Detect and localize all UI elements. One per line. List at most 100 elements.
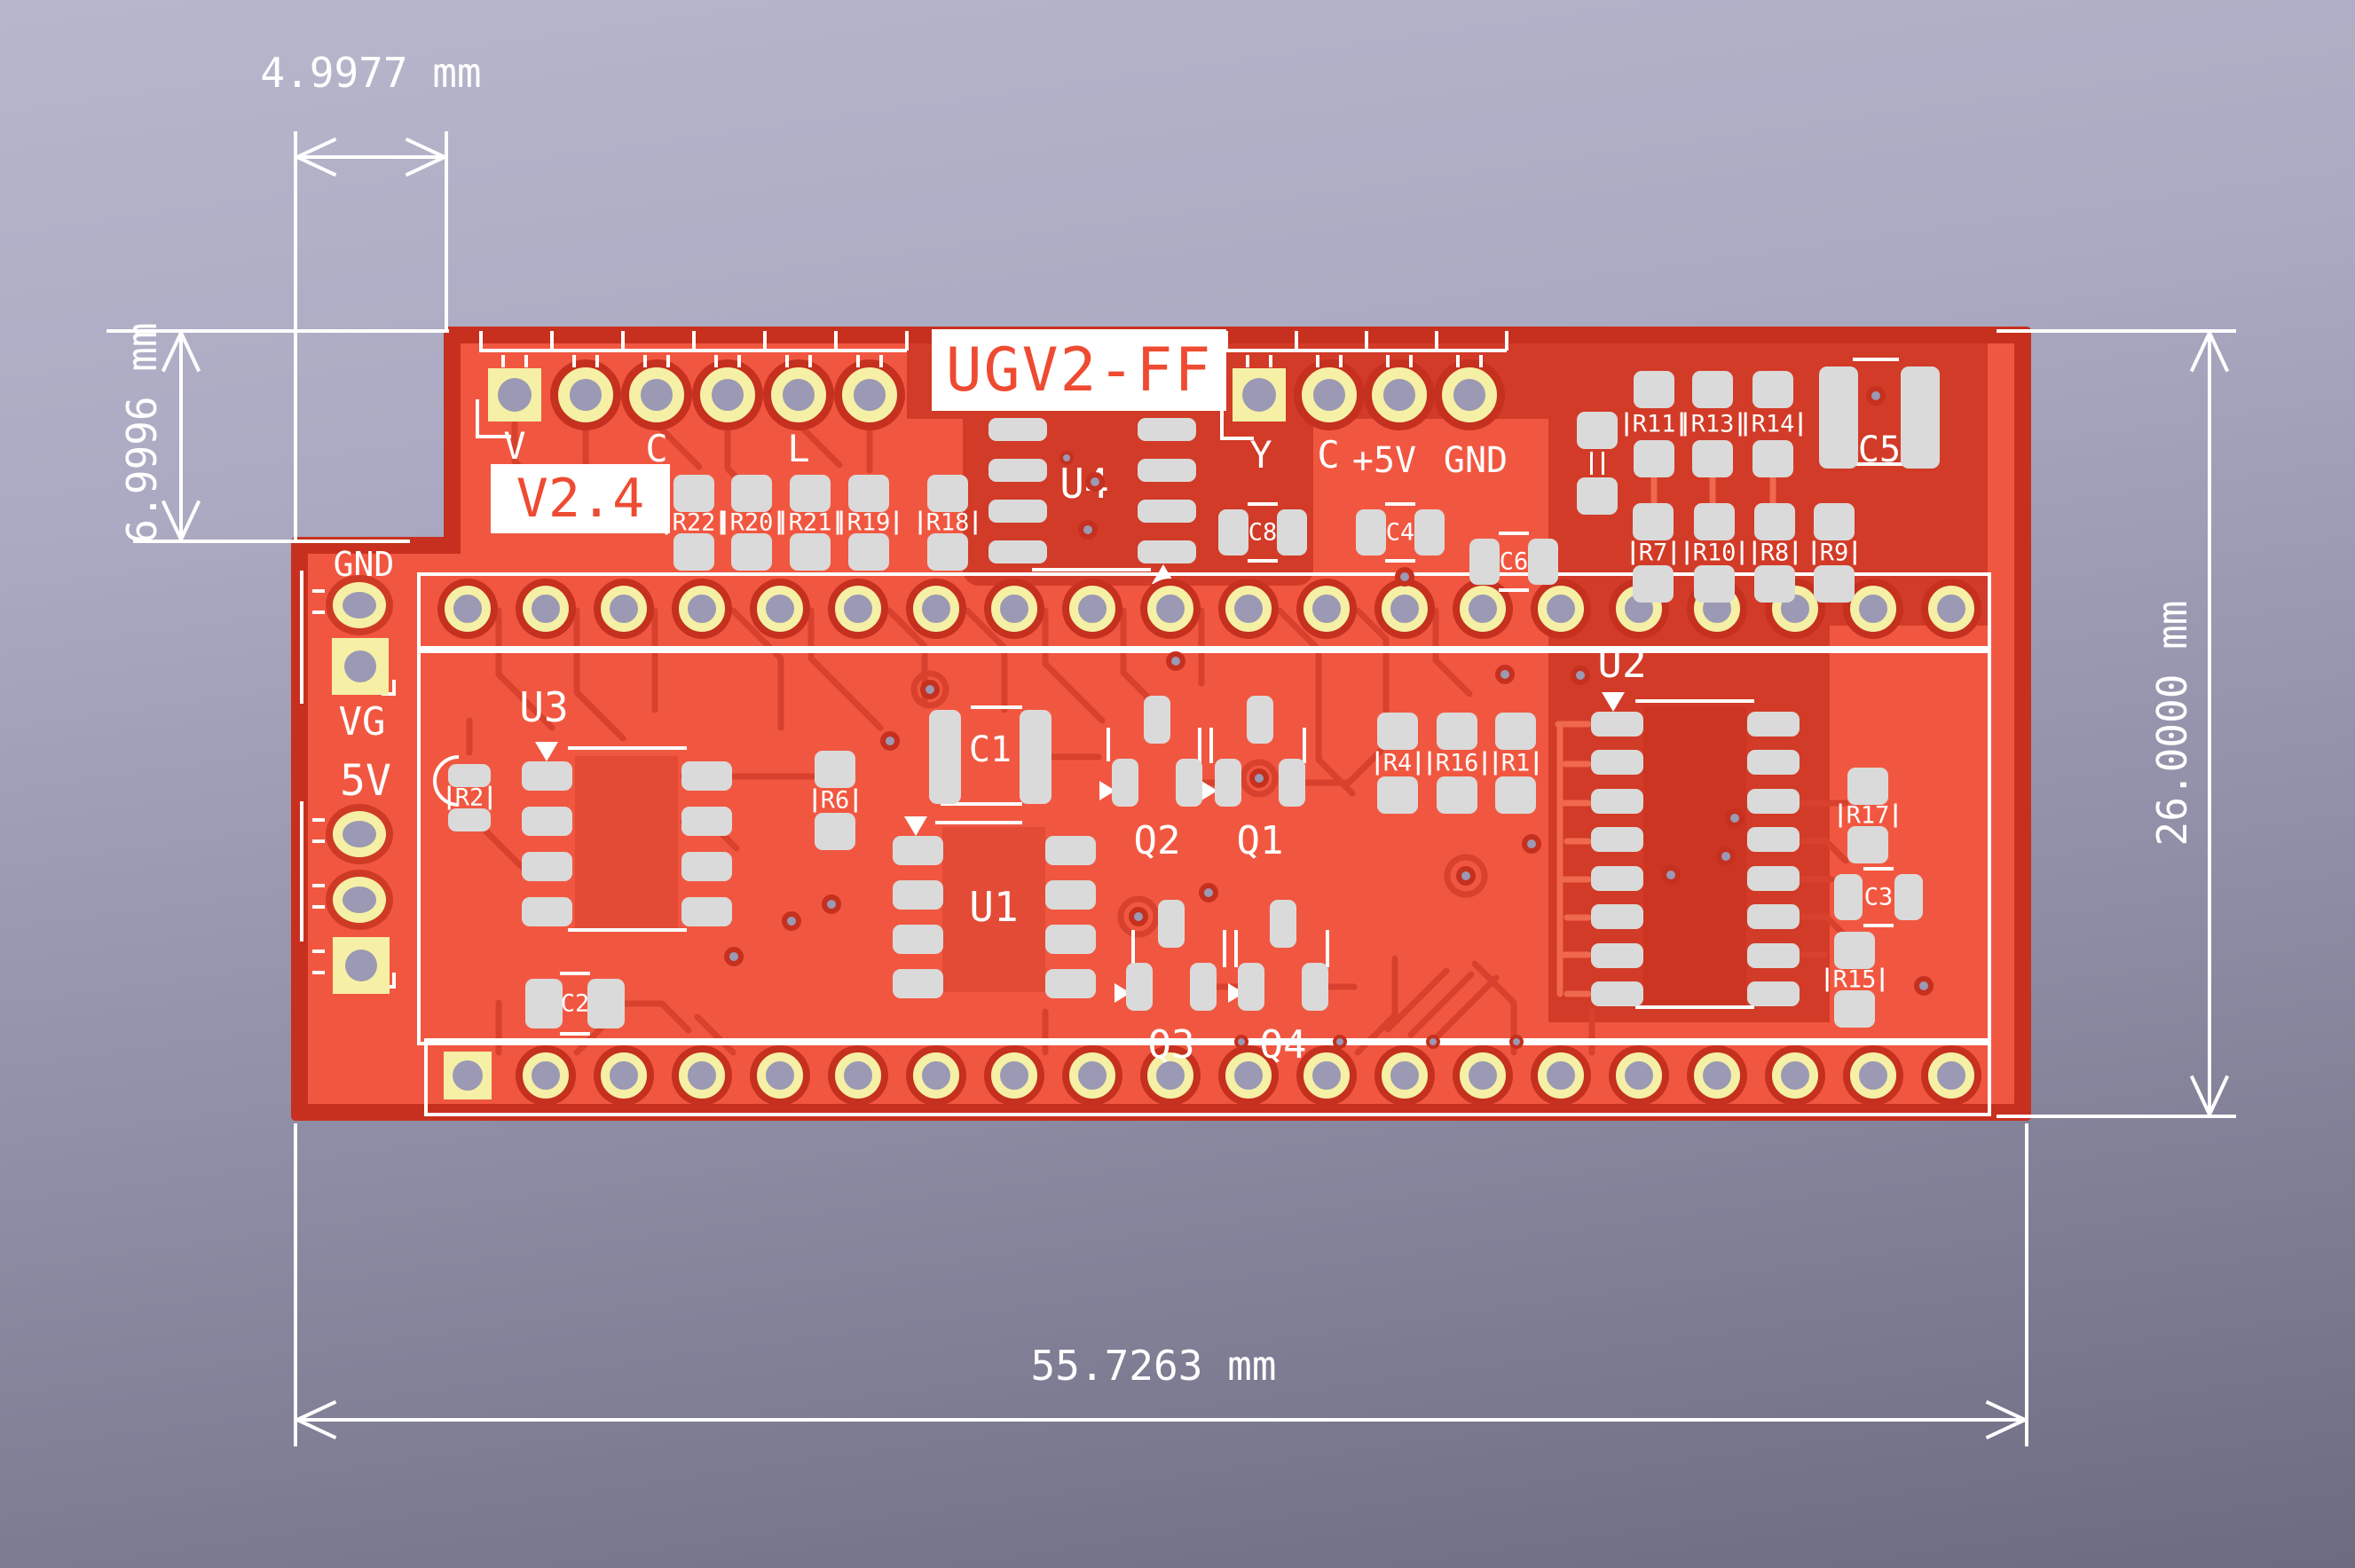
silk-line bbox=[568, 928, 687, 932]
silk-line bbox=[1364, 331, 1368, 351]
silk-line bbox=[692, 331, 696, 351]
silk-line bbox=[501, 355, 505, 367]
board-version: V2.4 bbox=[516, 468, 645, 530]
silk-line bbox=[595, 355, 599, 367]
silk-line bbox=[834, 331, 838, 351]
pin-pad-round bbox=[757, 586, 803, 632]
ic-pad bbox=[892, 879, 943, 910]
transistor-pad bbox=[1247, 696, 1273, 744]
resistor-pad bbox=[815, 751, 855, 788]
ext-line bbox=[445, 131, 448, 331]
ref-label-R20: R20 bbox=[722, 510, 781, 535]
ic-pad bbox=[1590, 981, 1643, 1007]
pin-pad-round bbox=[679, 586, 725, 632]
resistor-pad bbox=[848, 475, 889, 512]
side-pad-oval bbox=[333, 811, 386, 857]
pin-pad-round bbox=[771, 367, 826, 422]
silk-line bbox=[1499, 532, 1529, 535]
ic-pad bbox=[1044, 835, 1096, 865]
ref-label-C2: C2 bbox=[560, 989, 590, 1018]
silk-line bbox=[572, 355, 576, 367]
ext-line bbox=[294, 131, 297, 541]
transistor-pad bbox=[1302, 963, 1328, 1011]
resistor-pad bbox=[1834, 932, 1875, 969]
ic-pad bbox=[1138, 418, 1196, 441]
ic-pad bbox=[681, 761, 732, 791]
via bbox=[1395, 567, 1414, 587]
ic-pad bbox=[1746, 711, 1800, 737]
resistor-pad bbox=[1377, 713, 1418, 750]
ic-pad bbox=[1138, 500, 1196, 523]
ref-label-R19: R19 bbox=[839, 510, 898, 535]
capacitor-pad bbox=[1020, 710, 1051, 804]
resistor-pad bbox=[927, 475, 968, 512]
resistor-pad bbox=[1752, 440, 1793, 477]
side-pad-oval bbox=[333, 877, 386, 923]
resistor-pad bbox=[448, 808, 491, 831]
silk-line bbox=[1303, 728, 1306, 763]
via-small bbox=[1509, 1035, 1524, 1049]
resistor-pad bbox=[1633, 565, 1674, 603]
ref-label-R13: R13 bbox=[1683, 412, 1742, 437]
ref-label-C8: C8 bbox=[1248, 518, 1278, 547]
silk-line bbox=[1246, 355, 1249, 367]
capacitor-pad bbox=[929, 710, 961, 804]
resistor-pad bbox=[1495, 713, 1536, 750]
via bbox=[1085, 472, 1105, 492]
via bbox=[1914, 976, 1934, 996]
resistor-pad bbox=[1754, 503, 1795, 540]
transistor-pad bbox=[1238, 963, 1264, 1011]
resistor-pad bbox=[1495, 776, 1536, 814]
silk-line bbox=[312, 905, 325, 909]
capacitor-pad bbox=[1218, 509, 1248, 555]
capacitor-pad bbox=[1469, 539, 1500, 585]
ref-label-Q3: Q3 bbox=[1147, 1022, 1195, 1068]
ic-pad bbox=[1746, 788, 1800, 814]
silk-line bbox=[1032, 568, 1151, 571]
pin-pad-round bbox=[757, 1052, 803, 1099]
silk-line bbox=[666, 355, 670, 367]
silk-line bbox=[479, 349, 907, 352]
pad-hole bbox=[498, 378, 532, 412]
silk-line bbox=[392, 973, 396, 989]
ref-label-R18: R18 bbox=[918, 510, 977, 535]
ref-label-C1: C1 bbox=[968, 729, 1012, 770]
via-small bbox=[1333, 1035, 1347, 1049]
pad-hole bbox=[345, 949, 377, 981]
pin-pad-round bbox=[601, 1052, 647, 1099]
transistor-pad bbox=[1190, 963, 1217, 1011]
ref-label-R22: R22 bbox=[665, 510, 723, 535]
resistor-pad bbox=[731, 475, 772, 512]
capacitor-pad bbox=[1528, 539, 1558, 585]
pin-pad-round bbox=[523, 586, 569, 632]
pin-pad-round bbox=[629, 367, 684, 422]
via bbox=[1725, 808, 1745, 828]
pin-pad-round bbox=[1147, 1052, 1193, 1099]
ref-label-R21: R21 bbox=[781, 510, 839, 535]
copper-zone-u1 bbox=[942, 827, 1045, 992]
resistor-pad bbox=[790, 475, 831, 512]
pad-hole bbox=[344, 650, 376, 682]
resistor-pad bbox=[1634, 440, 1674, 477]
resistor-pad bbox=[1752, 371, 1793, 408]
ic-pad bbox=[1746, 904, 1800, 930]
ref-label-R4: R4 bbox=[1375, 751, 1420, 776]
ic-pad bbox=[1138, 540, 1196, 563]
silk-line bbox=[1224, 331, 1228, 351]
ref-label-R11: R11 bbox=[1625, 412, 1683, 437]
ref-label-R8: R8 bbox=[1752, 540, 1797, 565]
silk-line bbox=[1209, 728, 1213, 763]
ref-label-unmarked bbox=[1590, 452, 1604, 475]
pin1-marker bbox=[1602, 692, 1625, 712]
ic-pad bbox=[1590, 788, 1643, 814]
silk-line bbox=[382, 692, 396, 696]
pin-pad-round bbox=[1538, 586, 1584, 632]
pin-pad-round bbox=[1616, 1052, 1662, 1099]
silk-line bbox=[300, 571, 303, 704]
ext-line bbox=[1997, 329, 2236, 333]
resistor-pad bbox=[1633, 503, 1674, 540]
silk-line bbox=[1479, 355, 1483, 367]
ref-label-R2: R2 bbox=[447, 785, 492, 810]
ic-pad bbox=[681, 852, 732, 881]
ic-pad bbox=[1044, 968, 1096, 998]
